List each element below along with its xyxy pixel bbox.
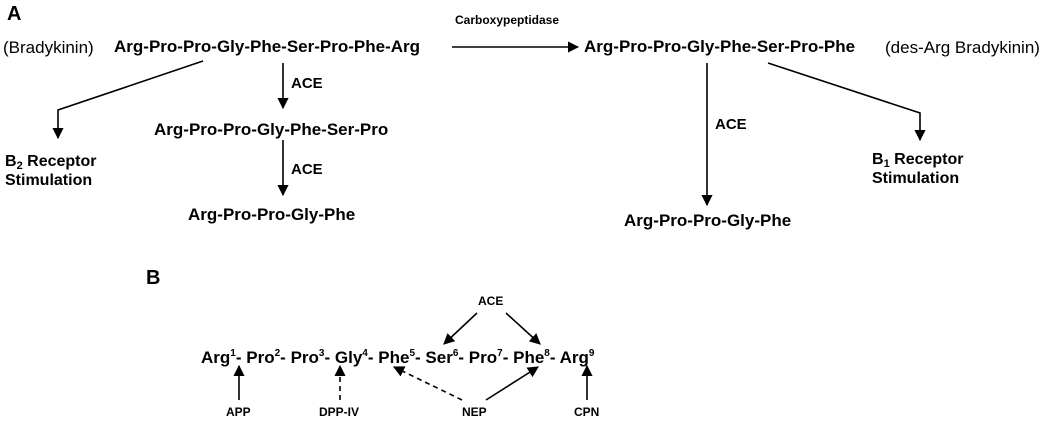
enzyme-ace-3: ACE bbox=[715, 116, 747, 133]
enzyme-carboxypeptidase: Carboxypeptidase bbox=[455, 13, 560, 27]
arrow-ace-to-pro7 bbox=[505, 312, 541, 345]
desarg-sequence: Arg-Pro-Pro-Gly-Phe-Ser-Pro-Phe bbox=[584, 37, 856, 56]
arrow-nep-to-pro7 bbox=[485, 366, 539, 401]
residue: Ser6- bbox=[425, 348, 465, 367]
arrow-nep-to-gly4 bbox=[392, 366, 463, 401]
enzyme-ace-2: ACE bbox=[291, 161, 323, 178]
bradykinin-sequence: Arg-Pro-Pro-Gly-Phe-Ser-Pro-Phe-Arg bbox=[114, 37, 421, 56]
desarg-name: (des-Arg Bradykinin) bbox=[885, 38, 1040, 57]
enzyme-ace-b: ACE bbox=[478, 294, 504, 308]
arrow-ace-to-phe5 bbox=[443, 312, 478, 345]
b2-receptor-label: B2 Receptor Stimulation bbox=[5, 153, 97, 189]
product-left-sequence: Arg-Pro-Pro-Gly-Phe bbox=[188, 205, 356, 224]
bradykinin-name: (Bradykinin) bbox=[3, 38, 94, 57]
product-right-sequence: Arg-Pro-Pro-Gly-Phe bbox=[624, 211, 792, 230]
enzyme-dpp-iv: DPP-IV bbox=[319, 405, 360, 419]
residue: Pro2- bbox=[246, 348, 286, 367]
bradykinin-residue-sequence: Arg1- Pro2- Pro3- Gly4- Phe5- Ser6- Pro7… bbox=[201, 348, 595, 367]
residue: Phe8- bbox=[513, 348, 556, 367]
residue: Arg9 bbox=[559, 348, 595, 367]
enzyme-app: APP bbox=[226, 405, 251, 419]
enzyme-ace-1: ACE bbox=[291, 75, 323, 92]
residue: Pro3- bbox=[290, 348, 331, 367]
residue: Pro7- bbox=[468, 348, 509, 367]
b1-receptor-label: B1 Receptor Stimulation bbox=[872, 151, 964, 187]
panel-a-label: A bbox=[7, 3, 22, 25]
arrow-b1 bbox=[767, 62, 926, 142]
enzyme-cpn: CPN bbox=[574, 405, 600, 419]
arrow-b2 bbox=[52, 60, 204, 140]
enzyme-nep: NEP bbox=[462, 405, 487, 419]
panel-b-label: B bbox=[146, 267, 161, 289]
residue: Arg1- bbox=[201, 348, 242, 367]
residue: Phe5- bbox=[378, 348, 421, 367]
residue: Gly4- bbox=[334, 348, 374, 367]
intermediate-sequence: Arg-Pro-Pro-Gly-Phe-Ser-Pro bbox=[154, 120, 389, 139]
